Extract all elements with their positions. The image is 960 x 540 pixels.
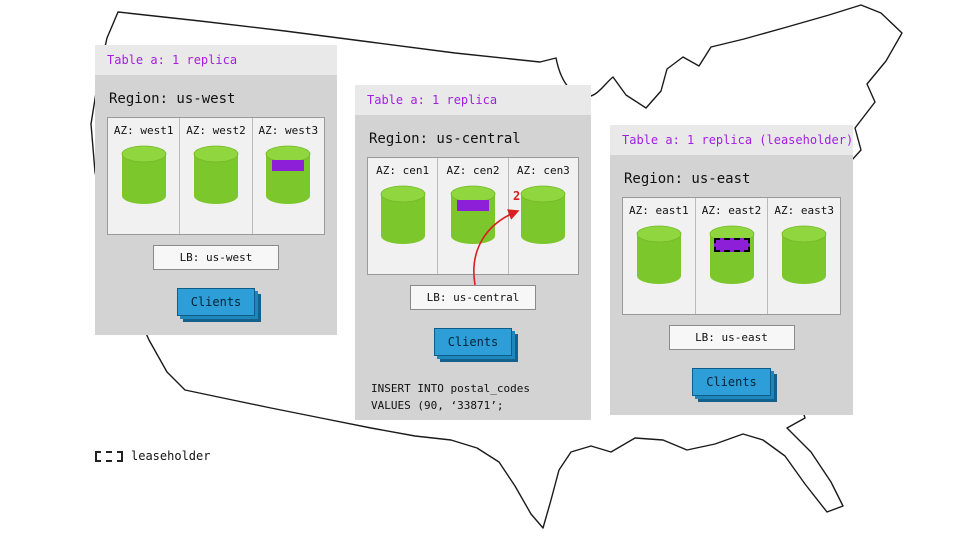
clients-button: Clients	[692, 368, 771, 396]
database-cylinder	[781, 225, 827, 285]
cylinder-icon	[636, 225, 682, 284]
table-replica-label: Table a: 1 replica	[355, 85, 591, 115]
region-panel-us-west: Table a: 1 replica Region: us-west AZ: w…	[95, 45, 337, 335]
az-column: AZ: cen1	[368, 158, 439, 274]
leaseholder-badge	[713, 238, 750, 252]
az-box: AZ: west1 AZ: west2 AZ:	[107, 117, 325, 235]
load-balancer: LB: us-central	[409, 285, 537, 310]
arrow-step-label: 2	[513, 189, 521, 203]
sql-statement: INSERT INTO postal_codes VALUES (90, ‘33…	[371, 380, 579, 414]
az-column: AZ: east3	[768, 198, 840, 314]
region-title: Region: us-west	[109, 91, 236, 107]
legend: leaseholder	[95, 449, 210, 463]
replica-badge	[272, 160, 305, 171]
cylinder-icon	[265, 145, 311, 204]
az-column: AZ: west2	[180, 118, 253, 234]
database-cylinder	[380, 185, 426, 245]
load-balancer: LB: us-east	[668, 325, 795, 350]
az-column: AZ: west1	[108, 118, 181, 234]
region-panel-us-central: Table a: 1 replica Region: us-central AZ…	[355, 85, 591, 420]
database-cylinder	[520, 185, 566, 245]
database-cylinder	[636, 225, 682, 285]
az-column: AZ: east2	[696, 198, 769, 314]
cylinder-icon	[380, 185, 426, 244]
database-cylinder	[709, 225, 755, 285]
cylinder-icon	[709, 225, 754, 284]
database-cylinder	[265, 145, 311, 205]
legend-label: leaseholder	[131, 449, 211, 463]
load-balancer: LB: us-west	[153, 245, 279, 270]
az-column: AZ: west3	[253, 118, 324, 234]
az-label: AZ: cen2	[446, 164, 500, 177]
az-column: AZ: cen3	[509, 158, 578, 274]
clients-button: Clients	[433, 328, 513, 356]
az-box: AZ: east1 AZ: east2	[622, 197, 841, 315]
az-label: AZ: west2	[186, 124, 246, 137]
sql-line-1: INSERT INTO postal_codes	[371, 382, 530, 395]
az-label: AZ: west3	[258, 124, 319, 137]
cylinder-icon	[450, 185, 496, 244]
leaseholder-legend-icon	[95, 450, 123, 462]
az-column: AZ: cen2	[438, 158, 509, 274]
cylinder-icon	[781, 225, 827, 284]
database-cylinder	[450, 185, 496, 245]
replica-badge	[456, 200, 489, 211]
region-panel-us-east: Table a: 1 replica (leaseholder) Region:…	[610, 125, 853, 415]
cylinder-icon	[520, 185, 566, 244]
database-cylinder	[121, 145, 167, 205]
cylinder-icon	[193, 145, 239, 204]
region-title: Region: us-east	[624, 171, 751, 187]
database-cylinder	[193, 145, 239, 205]
az-label: AZ: east1	[629, 204, 689, 217]
sql-line-2: VALUES (90, ‘33871’;	[371, 399, 504, 413]
az-label: AZ: west1	[113, 124, 174, 137]
az-label: AZ: east3	[774, 204, 834, 217]
cylinder-icon	[121, 145, 167, 204]
table-replica-label: Table a: 1 replica (leaseholder)	[610, 125, 853, 155]
az-column: AZ: east1	[623, 198, 696, 314]
az-label: AZ: cen3	[516, 164, 570, 177]
region-title: Region: us-central	[369, 131, 521, 147]
az-label: AZ: cen1	[376, 164, 430, 177]
az-label: AZ: east2	[701, 204, 762, 217]
table-replica-label: Table a: 1 replica	[95, 45, 337, 75]
clients-button: Clients	[176, 288, 256, 316]
az-box: AZ: cen1 AZ: cen2	[367, 157, 579, 275]
